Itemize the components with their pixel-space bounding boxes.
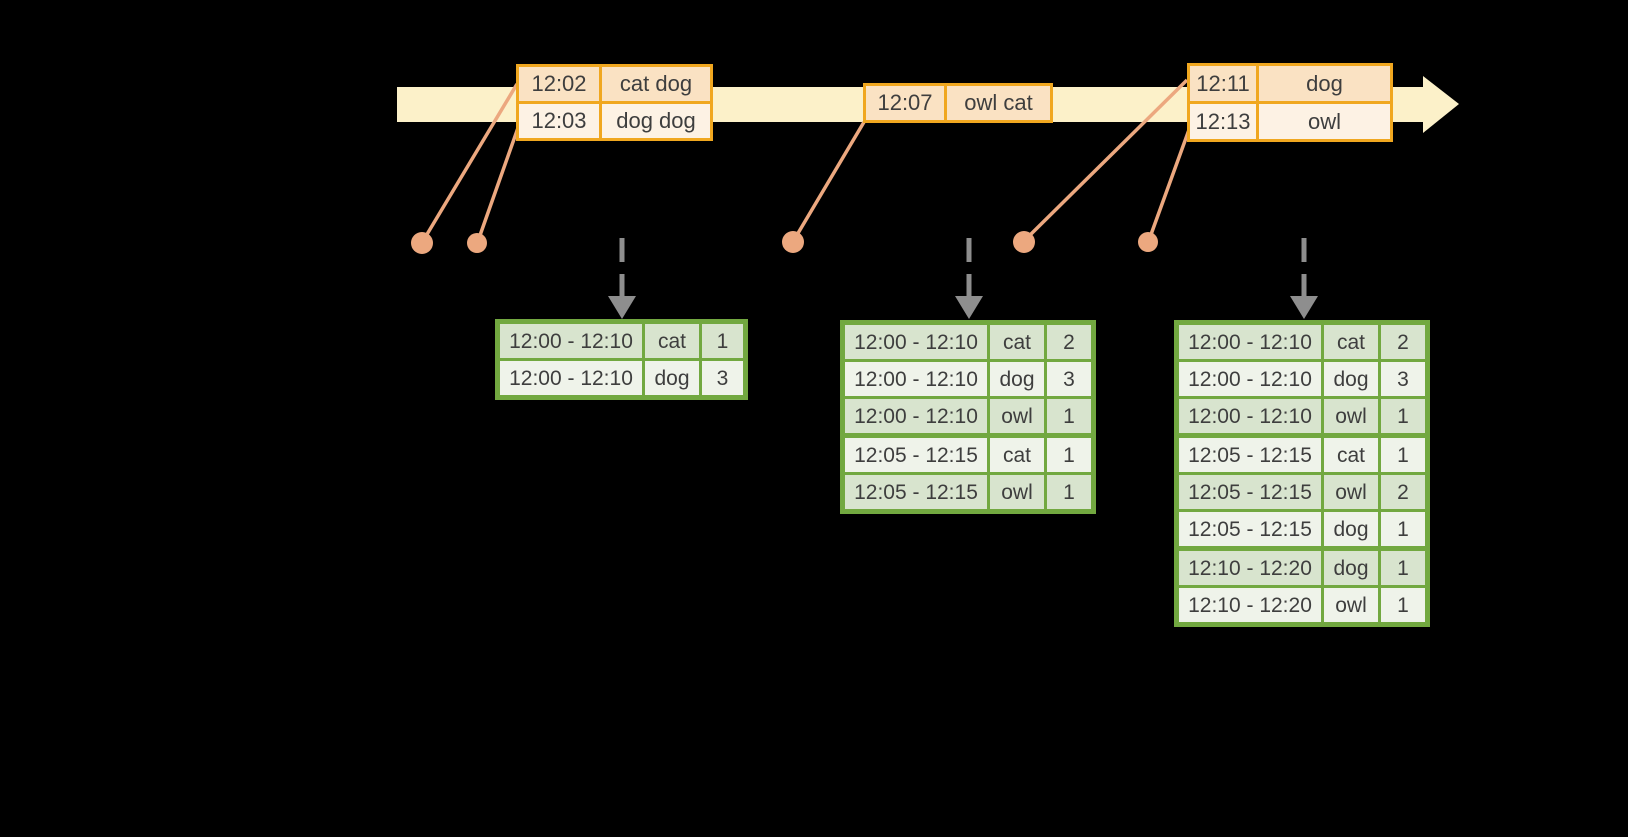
event-dots [411, 231, 1158, 254]
result-row: 12:00 - 12:10 owl 1 [1179, 399, 1425, 433]
count-cell: 1 [702, 324, 743, 358]
window-cell: 12:00 - 12:10 [1179, 399, 1321, 433]
result-row: 12:10 - 12:20 owl 1 [1179, 588, 1425, 622]
event-words: cat dog [602, 67, 710, 101]
count-cell: 1 [1381, 399, 1425, 433]
word-cell: cat [990, 438, 1044, 472]
event-connector-line [1023, 78, 1189, 242]
window-cell: 12:05 - 12:15 [845, 475, 987, 509]
event-words: dog dog [602, 104, 710, 138]
event-dot [467, 233, 487, 253]
result-row: 12:00 - 12:10 owl 1 [845, 399, 1091, 433]
event-dot [1013, 231, 1035, 253]
count-cell: 3 [1047, 362, 1091, 396]
result-row: 12:10 - 12:20 dog 1 [1179, 551, 1425, 585]
result-table-3: 12:00 - 12:10 cat 2 12:00 - 12:10 dog 3 … [1174, 320, 1430, 627]
result-table-2: 12:00 - 12:10 cat 2 12:00 - 12:10 dog 3 … [840, 320, 1096, 514]
count-cell: 3 [702, 361, 743, 395]
output-arrows [619, 238, 1307, 299]
window-cell: 12:05 - 12:15 [1179, 512, 1321, 546]
event-words: owl [1259, 104, 1390, 139]
word-cell: dog [990, 362, 1044, 396]
result-row: 12:00 - 12:10 cat 2 [1179, 325, 1425, 359]
event-words: owl cat [947, 86, 1050, 120]
event-row: 12:03 dog dog [519, 104, 710, 138]
result-row: 12:00 - 12:10 dog 3 [500, 361, 743, 395]
event-table-1: 12:02 cat dog 12:03 dog dog [516, 64, 713, 141]
timeline-arrowhead-icon [1423, 76, 1459, 133]
count-cell: 2 [1381, 325, 1425, 359]
event-time: 12:07 [866, 86, 944, 120]
event-table-3: 12:11 dog 12:13 owl [1187, 63, 1393, 142]
result-row: 12:00 - 12:10 cat 1 [500, 324, 743, 358]
count-cell: 2 [1381, 475, 1425, 509]
event-row: 12:07 owl cat [866, 86, 1050, 120]
result-row: 12:00 - 12:10 cat 2 [845, 325, 1091, 359]
count-cell: 1 [1381, 512, 1425, 546]
count-cell: 1 [1381, 438, 1425, 472]
event-words: dog [1259, 66, 1390, 101]
result-row: 12:05 - 12:15 cat 1 [1179, 438, 1425, 472]
result-row: 12:05 - 12:15 cat 1 [845, 438, 1091, 472]
word-cell: cat [1324, 438, 1378, 472]
event-dot [1138, 232, 1158, 252]
window-cell: 12:00 - 12:10 [500, 361, 642, 395]
count-cell: 1 [1047, 475, 1091, 509]
event-row: 12:02 cat dog [519, 67, 710, 101]
event-time: 12:11 [1190, 66, 1256, 101]
event-connector-lines [421, 78, 1192, 242]
event-connector-line [792, 121, 866, 241]
window-cell: 12:05 - 12:15 [1179, 475, 1321, 509]
window-cell: 12:00 - 12:10 [1179, 362, 1321, 396]
count-cell: 2 [1047, 325, 1091, 359]
word-cell: cat [1324, 325, 1378, 359]
event-time: 12:03 [519, 104, 599, 138]
result-row: 12:05 - 12:15 owl 1 [845, 475, 1091, 509]
event-dot [411, 232, 433, 254]
event-connector-line [421, 83, 519, 242]
result-table-1: 12:00 - 12:10 cat 1 12:00 - 12:10 dog 3 [495, 319, 748, 400]
event-connector-line [476, 124, 521, 242]
word-cell: dog [1324, 362, 1378, 396]
event-dot [782, 231, 804, 253]
count-cell: 1 [1381, 588, 1425, 622]
count-cell: 1 [1047, 438, 1091, 472]
word-cell: dog [645, 361, 699, 395]
window-cell: 12:00 - 12:10 [500, 324, 642, 358]
window-cell: 12:05 - 12:15 [1179, 438, 1321, 472]
window-cell: 12:05 - 12:15 [845, 438, 987, 472]
word-cell: owl [990, 475, 1044, 509]
count-cell: 1 [1047, 399, 1091, 433]
window-cell: 12:10 - 12:20 [1179, 588, 1321, 622]
word-cell: dog [1324, 551, 1378, 585]
word-cell: owl [990, 399, 1044, 433]
word-cell: owl [1324, 475, 1378, 509]
event-connector-line [1147, 126, 1192, 241]
window-cell: 12:00 - 12:10 [845, 325, 987, 359]
result-row: 12:05 - 12:15 owl 2 [1179, 475, 1425, 509]
output-arrowhead-icon [955, 296, 983, 319]
event-table-2: 12:07 owl cat [863, 83, 1053, 123]
count-cell: 3 [1381, 362, 1425, 396]
count-cell: 1 [1381, 551, 1425, 585]
window-cell: 12:00 - 12:10 [1179, 325, 1321, 359]
event-row: 12:11 dog [1190, 66, 1390, 101]
result-row: 12:00 - 12:10 dog 3 [1179, 362, 1425, 396]
window-cell: 12:10 - 12:20 [1179, 551, 1321, 585]
word-cell: owl [1324, 588, 1378, 622]
result-row: 12:00 - 12:10 dog 3 [845, 362, 1091, 396]
event-row: 12:13 owl [1190, 104, 1390, 139]
result-row: 12:05 - 12:15 dog 1 [1179, 512, 1425, 546]
event-time: 12:13 [1190, 104, 1256, 139]
word-cell: cat [645, 324, 699, 358]
window-cell: 12:00 - 12:10 [845, 362, 987, 396]
output-arrowhead-icon [1290, 296, 1318, 319]
output-arrowheads [608, 296, 1318, 319]
window-cell: 12:00 - 12:10 [845, 399, 987, 433]
event-time: 12:02 [519, 67, 599, 101]
word-cell: dog [1324, 512, 1378, 546]
word-cell: cat [990, 325, 1044, 359]
output-arrowhead-icon [608, 296, 636, 319]
word-cell: owl [1324, 399, 1378, 433]
